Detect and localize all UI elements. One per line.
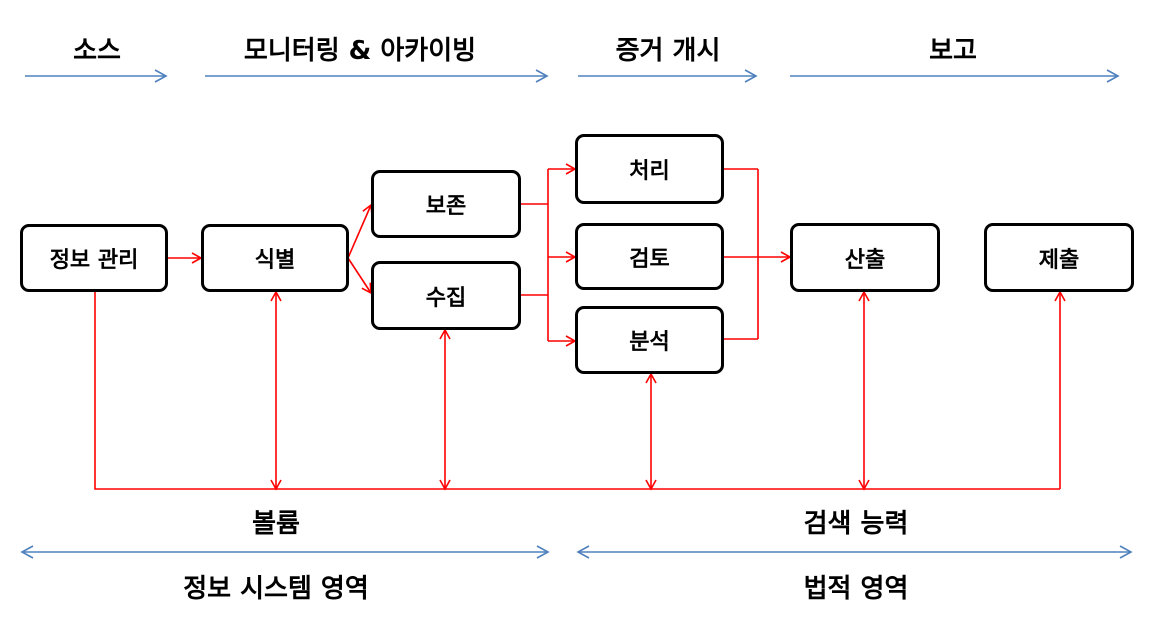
phase-label-report: 보고 <box>929 36 977 66</box>
label-legal-area: 법적 영역 <box>803 574 909 604</box>
phase-label-monitoring: 모니터링 & 아카이빙 <box>243 36 477 66</box>
arrow-identify-to-collect <box>347 257 372 295</box>
node-collect: 수집 <box>371 261 521 330</box>
node-present: 제출 <box>984 223 1134 292</box>
node-preserve: 보존 <box>371 170 521 238</box>
node-analyze: 분석 <box>575 306 724 374</box>
label-info-system-area: 정보 시스템 영역 <box>183 574 369 604</box>
arrow-identify-to-preserve <box>347 203 373 259</box>
connector-feedback-bus <box>94 289 1060 490</box>
node-produce: 산출 <box>790 223 940 292</box>
label-volume: 볼륨 <box>252 509 300 539</box>
node-identify: 식별 <box>201 224 349 292</box>
phase-label-source: 소스 <box>73 36 121 66</box>
label-search-capability: 검색 능력 <box>803 509 909 539</box>
phase-label-discovery: 증거 개시 <box>615 36 721 66</box>
node-review: 검토 <box>575 223 724 290</box>
node-info-management: 정보 관리 <box>20 224 168 292</box>
node-process: 처리 <box>575 134 724 204</box>
